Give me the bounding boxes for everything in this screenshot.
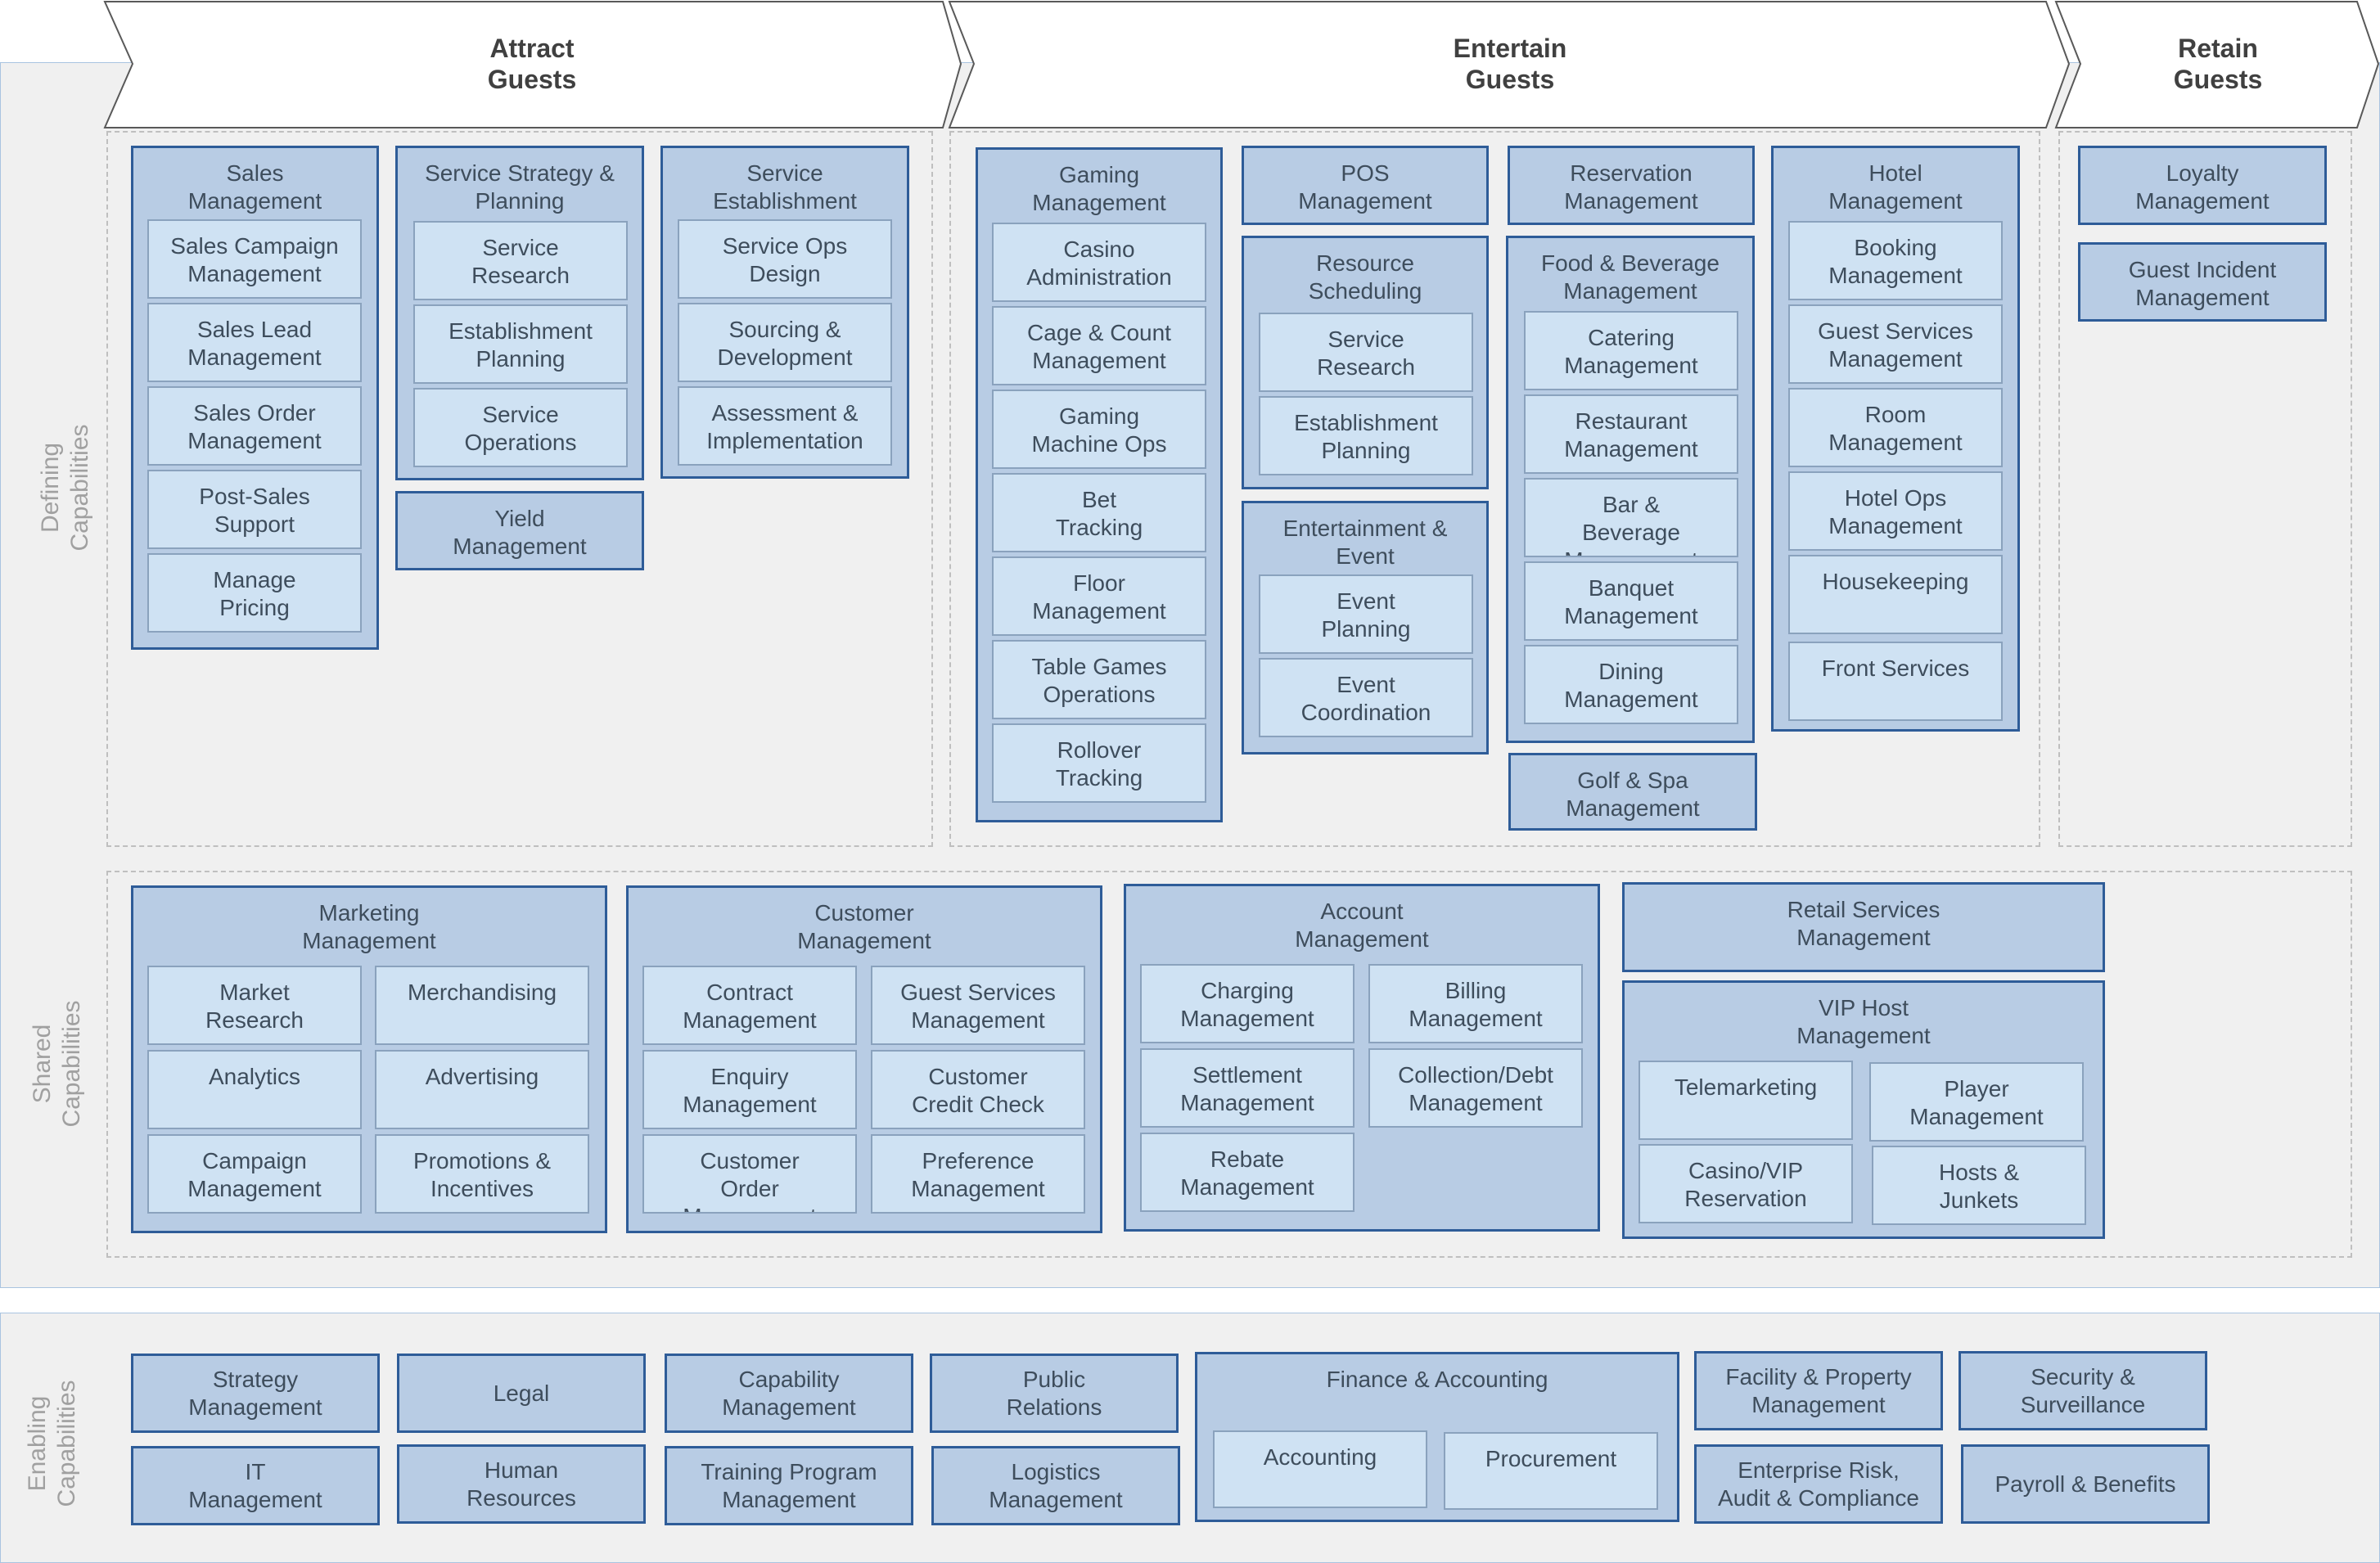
it-management: IT Management: [131, 1446, 380, 1525]
enabling-band: [0, 1313, 2380, 1563]
band-label-enabling: Enabling Capabilities: [24, 1380, 80, 1507]
campaign-management: Campaign Management: [147, 1134, 362, 1214]
stage-retain-title: Retain Guests: [2173, 34, 2263, 94]
sales-lead-management: Sales Lead Management: [147, 303, 362, 382]
cage-count-management: Cage & Count Management: [992, 306, 1206, 385]
analytics: Analytics: [147, 1050, 362, 1129]
settlement-management: Settlement Management: [1140, 1048, 1355, 1128]
retail-services-management: Retail Services Management: [1622, 882, 2105, 972]
bar-beverage-management: Bar & Beverage Management: [1524, 478, 1738, 557]
promotions-incentives: Promotions & Incentives: [375, 1134, 589, 1214]
stage-chevrons: [103, 0, 2380, 128]
hosts-junkets: Hosts & Junkets: [1872, 1146, 2086, 1225]
customer-order-management: Customer Order Management: [642, 1134, 857, 1214]
player-management: Player Management: [1869, 1062, 2084, 1142]
catering-management: Catering Management: [1524, 311, 1738, 390]
event-coordination: Event Coordination: [1259, 658, 1473, 737]
attract-defining-area: [106, 131, 933, 847]
merchandising: Merchandising: [375, 966, 589, 1045]
guest-services-management: Guest Services Management: [1788, 304, 2003, 384]
restaurant-management: Restaurant Management: [1524, 394, 1738, 474]
event-planning: Event Planning: [1259, 574, 1473, 654]
payroll-benefits: Payroll & Benefits: [1961, 1444, 2210, 1524]
capability-management: Capability Management: [665, 1354, 913, 1433]
shared-area: [106, 871, 2352, 1258]
logistics-management: Logistics Management: [931, 1446, 1180, 1525]
service-operations: Service Operations: [413, 388, 628, 467]
front-services: Front Services: [1788, 642, 2003, 721]
chevron-attract: [103, 0, 962, 128]
human-resources: Human Resources: [397, 1444, 646, 1524]
enterprise-risk-audit-compliance: Enterprise Risk, Audit & Compliance: [1694, 1444, 1943, 1524]
resource-service-research: Service Research: [1259, 313, 1473, 392]
customer-credit-check: Customer Credit Check: [871, 1050, 1085, 1129]
procurement: Procurement: [1444, 1432, 1658, 1510]
charging-management: Charging Management: [1140, 964, 1355, 1043]
sales-order-management: Sales Order Management: [147, 386, 362, 466]
contract-management: Contract Management: [642, 966, 857, 1045]
sales-campaign-management: Sales Campaign Management: [147, 219, 362, 299]
casino-vip-reservation: Casino/VIP Reservation: [1639, 1144, 1853, 1223]
accounting: Accounting: [1213, 1430, 1427, 1508]
rollover-tracking: Rollover Tracking: [992, 723, 1206, 803]
enquiry-management: Enquiry Management: [642, 1050, 857, 1129]
chevron-entertain: [948, 0, 2071, 128]
housekeeping: Housekeeping: [1788, 555, 2003, 634]
facility-property-management: Facility & Property Management: [1694, 1351, 1943, 1430]
advertising: Advertising: [375, 1050, 589, 1129]
public-relations: Public Relations: [930, 1354, 1179, 1433]
dining-management: Dining Management: [1524, 645, 1738, 724]
training-program-management: Training Program Management: [665, 1446, 913, 1525]
establishment-planning: Establishment Planning: [413, 304, 628, 384]
retain-defining-area: [2058, 131, 2352, 847]
pos-management: POS Management: [1242, 146, 1489, 225]
security-surveillance: Security & Surveillance: [1959, 1351, 2207, 1430]
bet-tracking: Bet Tracking: [992, 473, 1206, 552]
market-research: Market Research: [147, 966, 362, 1045]
sourcing-development: Sourcing & Development: [678, 303, 892, 382]
manage-pricing: Manage Pricing: [147, 553, 362, 633]
gaming-machine-ops: Gaming Machine Ops: [992, 390, 1206, 469]
golf-spa-management: Golf & Spa Management: [1508, 753, 1757, 831]
table-games-operations: Table Games Operations: [992, 640, 1206, 719]
legal: Legal: [397, 1354, 646, 1433]
service-research: Service Research: [413, 221, 628, 300]
hotel-ops-management: Hotel Ops Management: [1788, 471, 2003, 551]
band-label-defining: Defining Capabilities: [37, 424, 93, 552]
assessment-implementation: Assessment & Implementation: [678, 386, 892, 466]
service-ops-design: Service Ops Design: [678, 219, 892, 299]
room-management: Room Management: [1788, 388, 2003, 467]
band-label-shared: Shared Capabilities: [29, 1000, 85, 1128]
chevron-retain: [2054, 1, 2380, 128]
stage-entertain-title: Entertain Guests: [1453, 34, 1567, 94]
stage-attract-title: Attract Guests: [487, 34, 577, 94]
loyalty-management: Loyalty Management: [2078, 146, 2327, 225]
banquet-management: Banquet Management: [1524, 561, 1738, 641]
floor-management: Floor Management: [992, 556, 1206, 636]
resource-establishment-planning: Establishment Planning: [1259, 396, 1473, 475]
billing-management: Billing Management: [1368, 964, 1583, 1043]
customer-guest-services: Guest Services Management: [871, 966, 1085, 1045]
reservation-management: Reservation Management: [1508, 146, 1755, 225]
yield-management: Yield Management: [395, 491, 644, 570]
booking-management: Booking Management: [1788, 221, 2003, 300]
post-sales-support: Post-Sales Support: [147, 470, 362, 549]
casino-administration: Casino Administration: [992, 223, 1206, 302]
telemarketing: Telemarketing: [1639, 1061, 1853, 1140]
entertain-defining-area: [949, 131, 2040, 847]
guest-incident-management: Guest Incident Management: [2078, 242, 2327, 322]
strategy-management: Strategy Management: [131, 1354, 380, 1433]
collection-debt-management: Collection/Debt Management: [1368, 1048, 1583, 1128]
rebate-management: Rebate Management: [1140, 1133, 1355, 1212]
preference-management: Preference Management: [871, 1134, 1085, 1214]
